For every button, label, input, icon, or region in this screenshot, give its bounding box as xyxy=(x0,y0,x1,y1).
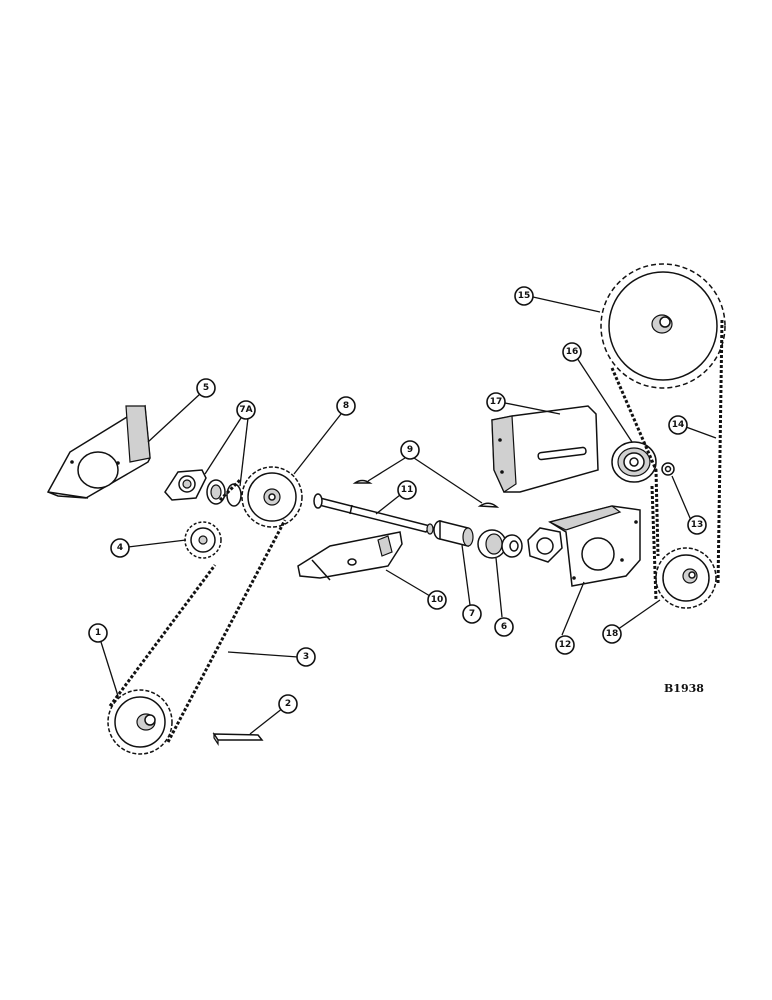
callout-17: 17 xyxy=(486,392,506,412)
svg-text:10: 10 xyxy=(431,595,444,605)
part-18-sprocket xyxy=(655,547,717,609)
part-6-bearing xyxy=(477,529,523,559)
svg-text:2: 2 xyxy=(285,699,291,709)
part-8-sprocket xyxy=(241,466,303,528)
callout-7a: 7A xyxy=(236,400,256,420)
part-14-roller-chain xyxy=(610,319,724,601)
part-7a-bearing-flanges xyxy=(164,469,242,507)
svg-text:3: 3 xyxy=(303,652,309,662)
part-13-nut xyxy=(661,462,675,476)
callout-13: 13 xyxy=(687,515,707,535)
svg-text:16: 16 xyxy=(566,347,579,357)
svg-text:7: 7 xyxy=(469,609,475,619)
callout-6: 6 xyxy=(494,617,514,637)
svg-text:17: 17 xyxy=(490,397,503,407)
svg-text:9: 9 xyxy=(407,445,413,455)
part-5-shield-bracket xyxy=(46,404,151,499)
callout-9: 9 xyxy=(400,440,420,460)
callout-5: 5 xyxy=(196,378,216,398)
svg-text:5: 5 xyxy=(203,383,209,393)
part-4-small-sprocket xyxy=(184,521,222,559)
callout-2: 2 xyxy=(278,694,298,714)
svg-text:11: 11 xyxy=(401,485,414,495)
callout-3: 3 xyxy=(296,647,316,667)
callout-8: 8 xyxy=(336,396,356,416)
part-3-roller-chain xyxy=(108,478,287,743)
svg-text:12: 12 xyxy=(559,640,572,650)
figure-code: B1938 xyxy=(664,682,704,695)
part-1-drive-sprocket xyxy=(107,689,173,755)
svg-text:14: 14 xyxy=(672,420,685,430)
callout-1: 1 xyxy=(88,623,108,643)
part-10-guide-bracket xyxy=(297,531,403,581)
svg-text:6: 6 xyxy=(501,622,507,632)
callout-10: 10 xyxy=(427,590,447,610)
svg-text:7A: 7A xyxy=(239,405,252,415)
svg-text:1: 1 xyxy=(95,628,101,638)
callout-4: 4 xyxy=(110,538,130,558)
svg-text:18: 18 xyxy=(606,629,619,639)
part-9-keys xyxy=(352,479,500,508)
part-15-large-sprocket xyxy=(600,263,726,389)
svg-text:15: 15 xyxy=(518,291,531,301)
part-17-slotted-bracket xyxy=(491,405,599,493)
callout-18: 18 xyxy=(602,624,622,644)
leader-lines xyxy=(100,296,717,735)
callout-7: 7 xyxy=(462,604,482,624)
part-bearing-flange-right xyxy=(527,527,563,563)
part-16-idler-pulley xyxy=(611,441,657,483)
part-2-key xyxy=(212,732,264,746)
svg-text:13: 13 xyxy=(691,520,704,530)
callout-16: 16 xyxy=(562,342,582,362)
svg-text:8: 8 xyxy=(343,401,349,411)
part-7-collar xyxy=(433,520,474,547)
callout-12: 12 xyxy=(555,635,575,655)
part-12-bracket-plate xyxy=(548,505,641,587)
callout-11: 11 xyxy=(397,480,417,500)
svg-text:4: 4 xyxy=(117,543,123,553)
callout-15: 15 xyxy=(514,286,534,306)
callout-14: 14 xyxy=(668,415,688,435)
part-11-shaft xyxy=(313,493,434,535)
